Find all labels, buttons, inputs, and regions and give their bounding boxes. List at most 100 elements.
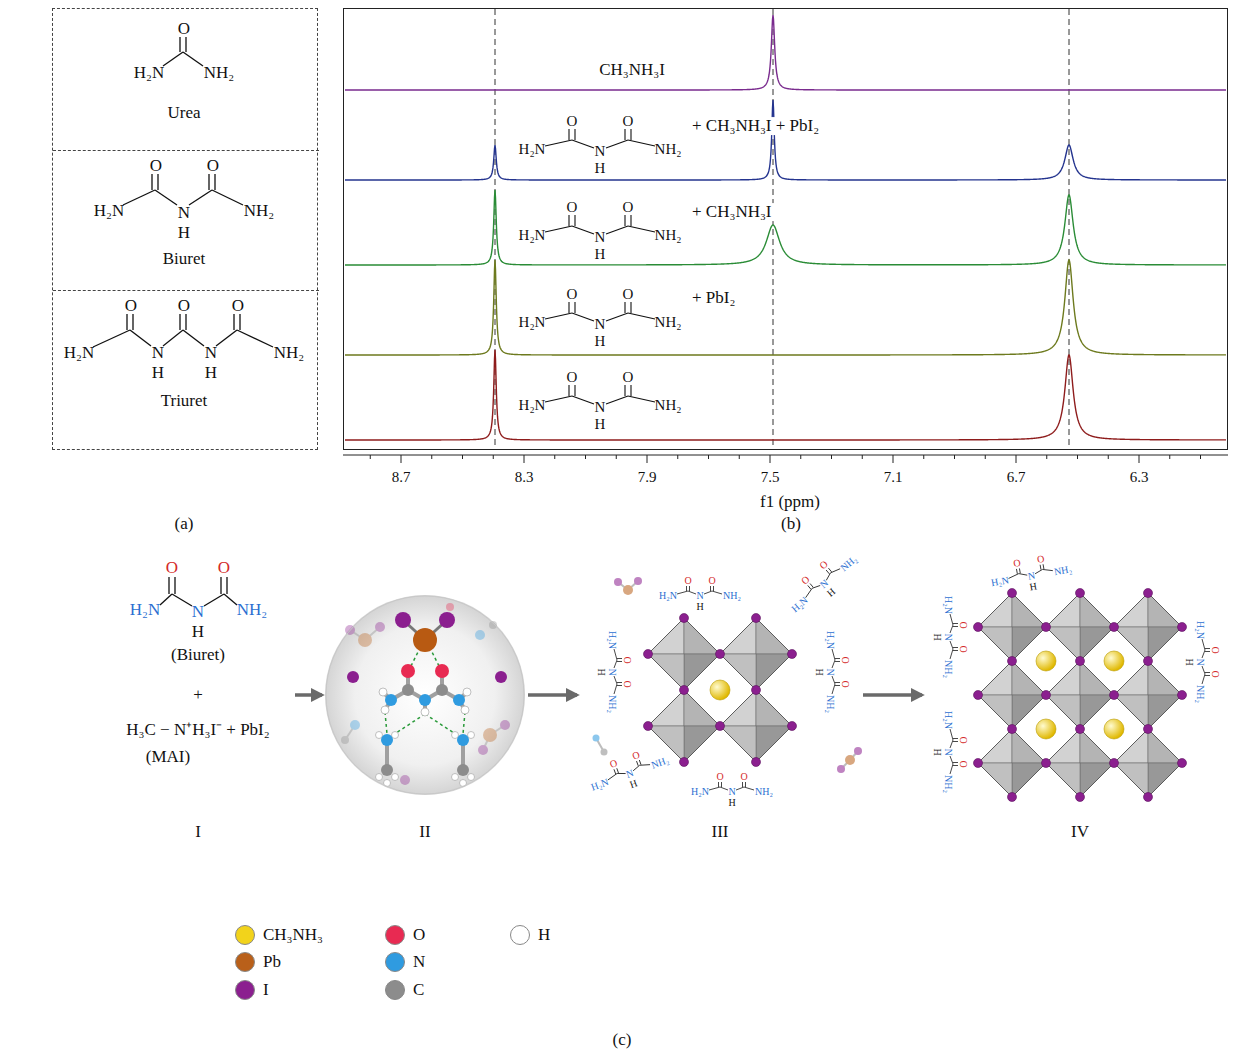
node-text: I [195, 823, 201, 841]
atom-label: O [631, 750, 641, 762]
atom-label: H [825, 587, 837, 600]
atom-label: N [607, 668, 618, 675]
legend-swatch [385, 925, 405, 945]
axis-tick-label: 8.7 [392, 470, 411, 486]
node-text: H₂N [94, 202, 124, 220]
atom-label: H₂N [519, 142, 546, 158]
axis-tick-label: 7.5 [761, 470, 780, 486]
atom-label: O [840, 656, 851, 663]
node-text: O [125, 297, 137, 315]
urea-cell: OH₂NNH₂Urea [53, 9, 319, 151]
stage-box: OOH₂NNNH₂H(Biuret)+H₃C − N⁺H₃I⁻ + PbI₂(M… [100, 555, 292, 835]
atom-label: H₂N [590, 777, 610, 793]
legend-swatch [510, 925, 530, 945]
atom-label: O [958, 736, 969, 743]
atom-label: H₂N [691, 787, 709, 798]
atom-label: O [567, 287, 578, 303]
atom-label: O [708, 576, 715, 587]
legend-text: N [413, 953, 425, 971]
node-text: O [232, 297, 244, 315]
circle-outline [325, 595, 525, 795]
atom-label: O [684, 576, 691, 587]
atom-label: H [696, 602, 703, 613]
atom-label: O [622, 656, 633, 663]
atom-label: H [595, 417, 606, 433]
process-arrow [863, 693, 922, 697]
atom-label: O [740, 772, 747, 783]
legend-text: Pb [263, 953, 281, 971]
axis-tick-label: 7.9 [638, 470, 657, 486]
atom-label: H₂N [790, 595, 810, 615]
molecule-panel: (a)OH₂NNH₂UreaOOH₂NNNH₂HBiuretOOOH₂NNNNH… [52, 8, 318, 450]
atom-label: O [1013, 558, 1022, 570]
legend-text: H [538, 926, 550, 944]
atom-label: N [595, 144, 606, 160]
atom-label: N [1195, 658, 1206, 665]
atom-label: O [623, 114, 634, 130]
nmr-traces [345, 15, 1226, 440]
atom-label: N [943, 748, 954, 755]
nmr-panel: (b) [343, 8, 1228, 450]
node-text: NH₂ [204, 64, 234, 82]
stage-box: IV [925, 575, 1230, 815]
atom-label: N [1027, 571, 1036, 583]
node-text: Biuret [163, 250, 206, 268]
atom-label: H₂N [943, 596, 954, 614]
node-text: Triuret [161, 392, 208, 410]
atom-label: H [595, 334, 606, 350]
node-text: H₂N [134, 64, 164, 82]
atom-label: O [1036, 554, 1045, 566]
atom-label: H [814, 668, 825, 675]
atom-label: O [1210, 646, 1221, 653]
atom-label: H [932, 633, 943, 640]
atom-label: O [608, 758, 618, 770]
atom-label: NH₂ [943, 775, 954, 793]
atom-label: N [825, 668, 836, 675]
node-text: O [218, 559, 230, 577]
atom-label: NH₂ [650, 755, 670, 771]
node-text: O [166, 559, 178, 577]
legend-swatch [385, 980, 405, 1000]
atom-label: O [716, 772, 723, 783]
axis-tick-label: 8.3 [515, 470, 534, 486]
atom-label: O [567, 200, 578, 216]
atom-label: NH₂ [655, 142, 682, 158]
atom-label: H₂N [825, 631, 836, 649]
stage-circle: II [325, 595, 525, 795]
atom-label: O [567, 114, 578, 130]
nmr-trace [345, 15, 1226, 90]
axis-tick-label: 6.7 [1007, 470, 1026, 486]
atom-label: O [800, 574, 812, 587]
atom-label: NH₂ [1053, 564, 1072, 577]
atom-label: H₂N [607, 631, 618, 649]
node-text: III [712, 823, 729, 841]
node-text: (Biuret) [171, 646, 225, 664]
structure-bonds [545, 129, 655, 404]
node-text: NH₂ [274, 344, 304, 362]
atom-label: NH₂ [655, 315, 682, 331]
atom-label: O [1210, 670, 1221, 677]
atom-label: NH₂ [607, 695, 618, 713]
trace-label: + CH₃NH₃I + PbI₂ [690, 117, 821, 135]
node-text: (a) [175, 515, 194, 533]
atom-label: H [596, 668, 607, 675]
axis-tick-label: 7.1 [884, 470, 903, 486]
atom-label: H [1184, 658, 1195, 665]
atom-label: N [595, 317, 606, 333]
atom-label: H [629, 778, 639, 790]
node-text: O [150, 157, 162, 175]
node-text: H [205, 364, 217, 382]
atom-label: N [595, 400, 606, 416]
node-text: H [178, 224, 190, 242]
legend-text: O [413, 926, 425, 944]
triuret-cell: OOOH₂NNNNH₂HHTriuret [53, 291, 319, 451]
atom-label: NH₂ [723, 591, 741, 602]
legend-swatch [385, 952, 405, 972]
atom-label: N [943, 633, 954, 640]
atom-label: O [958, 760, 969, 767]
atom-label: H₂N [990, 575, 1009, 588]
atom-label: N [728, 787, 735, 798]
nmr-trace [345, 260, 1226, 355]
atom-label: H₂N [519, 315, 546, 331]
node-text: H₃C − N⁺H₃I⁻ + PbI₂ [126, 721, 269, 739]
